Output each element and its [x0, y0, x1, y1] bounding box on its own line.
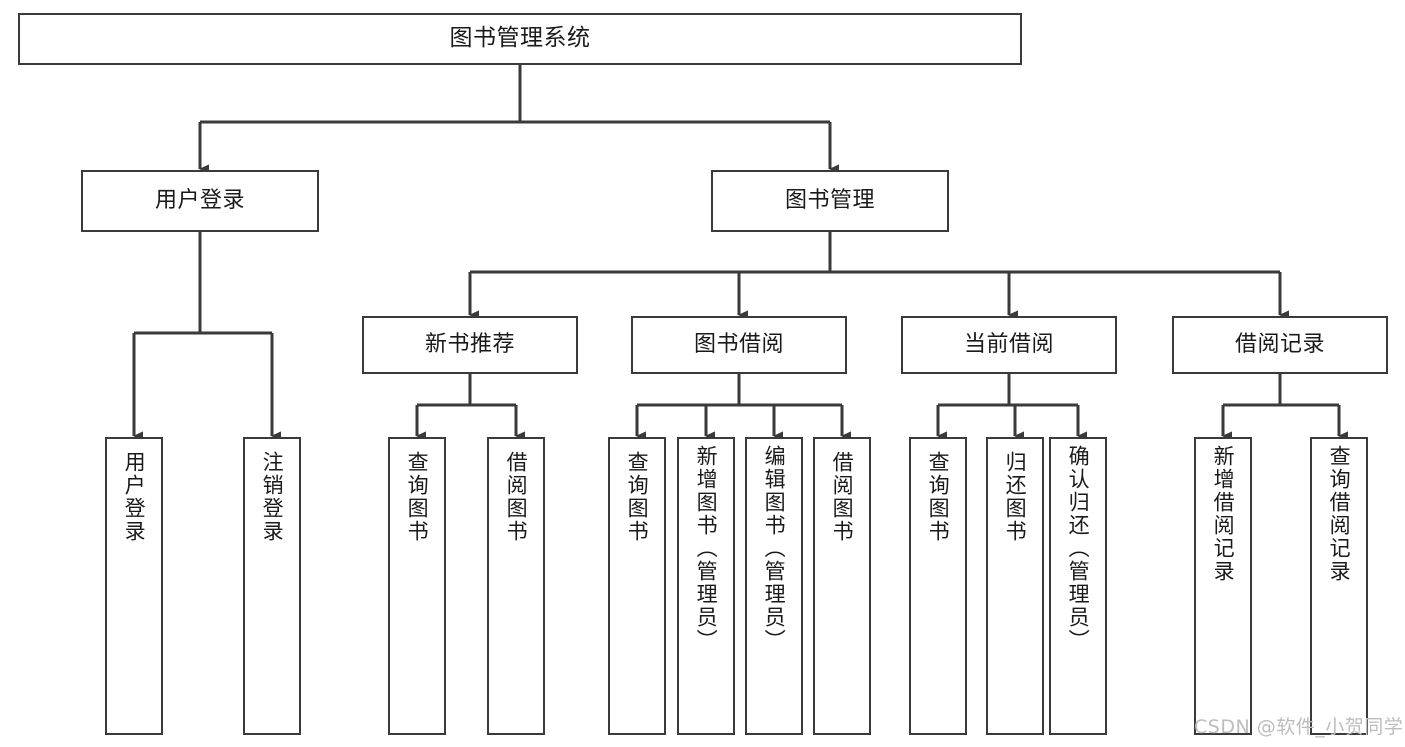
node-label: 借阅记录: [1234, 332, 1325, 358]
node-label: 查询借阅记录: [1327, 445, 1352, 583]
node-label: 确认归还（管理员）: [1066, 445, 1091, 652]
node-label: 用户登录: [154, 188, 245, 214]
node-label: 新增借阅记录: [1211, 445, 1236, 583]
node-leaf-cu-confirm[interactable]: 确认归还（管理员）: [1049, 437, 1107, 735]
node-label: 编辑图书（管理员）: [762, 445, 787, 652]
node-label: 新书推荐: [424, 332, 515, 358]
node-borrow[interactable]: 图书借阅: [631, 316, 847, 374]
node-records[interactable]: 借阅记录: [1172, 316, 1388, 374]
node-label: 图书借阅: [693, 332, 784, 358]
node-leaf-bo-borrow[interactable]: 借阅图书: [813, 437, 871, 735]
node-label: 当前借阅: [963, 332, 1054, 358]
node-leaf-bo-add[interactable]: 新增图书（管理员）: [677, 437, 735, 735]
node-label: 查询图书: [926, 451, 951, 543]
connector-lines: [132, 65, 1348, 441]
node-root[interactable]: 图书管理系统: [18, 13, 1022, 65]
node-leaf-bo-query[interactable]: 查询图书: [608, 437, 666, 735]
node-label: 查询图书: [405, 451, 430, 543]
node-leaf-bo-edit[interactable]: 编辑图书（管理员）: [745, 437, 803, 735]
node-label: 归还图书: [1003, 451, 1028, 543]
node-bookmgr[interactable]: 图书管理: [711, 170, 949, 232]
watermark-text: CSDN @软件_小贺同学: [1194, 716, 1404, 738]
node-label: 用户登录: [122, 451, 147, 543]
node-login[interactable]: 用户登录: [81, 170, 319, 232]
node-leaf-cu-return[interactable]: 归还图书: [986, 437, 1044, 735]
node-label: 新增图书（管理员）: [694, 445, 719, 652]
node-newbook[interactable]: 新书推荐: [362, 316, 578, 374]
node-leaf-logout[interactable]: 注销登录: [243, 437, 301, 735]
node-label: 图书管理系统: [449, 25, 591, 52]
node-label: 查询图书: [625, 451, 650, 543]
node-current[interactable]: 当前借阅: [901, 316, 1117, 374]
node-leaf-re-add[interactable]: 新增借阅记录: [1194, 437, 1252, 735]
node-label: 注销登录: [260, 451, 285, 543]
node-label: 借阅图书: [830, 451, 855, 543]
node-label: 借阅图书: [504, 451, 529, 543]
node-leaf-nb-borrow[interactable]: 借阅图书: [487, 437, 545, 735]
node-leaf-login[interactable]: 用户登录: [105, 437, 163, 735]
node-label: 图书管理: [784, 188, 875, 214]
node-leaf-re-query[interactable]: 查询借阅记录: [1310, 437, 1368, 735]
node-leaf-cu-query[interactable]: 查询图书: [909, 437, 967, 735]
node-leaf-nb-query[interactable]: 查询图书: [388, 437, 446, 735]
